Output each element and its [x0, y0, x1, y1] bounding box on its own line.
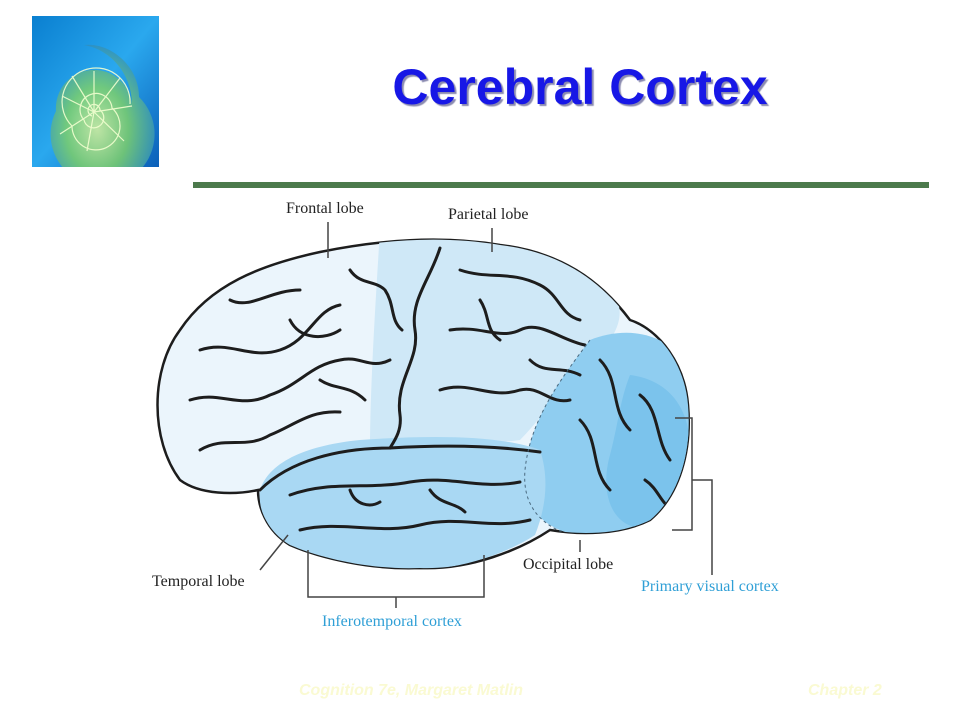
brain-diagram: Frontal lobe Parietal lobe Temporal lobe…	[140, 190, 820, 640]
footer-chapter: Chapter 2	[808, 682, 882, 699]
label-temporal-lobe: Temporal lobe	[152, 573, 245, 590]
nautilus-shell-icon	[32, 16, 159, 167]
footer-book-credit: Cognition 7e, Margaret Matlin	[299, 682, 524, 699]
label-frontal-lobe: Frontal lobe	[286, 200, 364, 217]
title-divider	[193, 182, 929, 188]
label-occipital-lobe: Occipital lobe	[523, 556, 614, 573]
label-primary-visual-cortex: Primary visual cortex	[641, 578, 779, 595]
brain-illustration	[156, 222, 713, 608]
nautilus-logo	[32, 16, 159, 167]
temporal-region	[259, 437, 546, 569]
slide-title: Cerebral Cortex	[392, 59, 768, 115]
primary-visual-region	[606, 375, 689, 528]
label-inferotemporal-cortex: Inferotemporal cortex	[322, 613, 462, 630]
label-parietal-lobe: Parietal lobe	[448, 206, 529, 223]
